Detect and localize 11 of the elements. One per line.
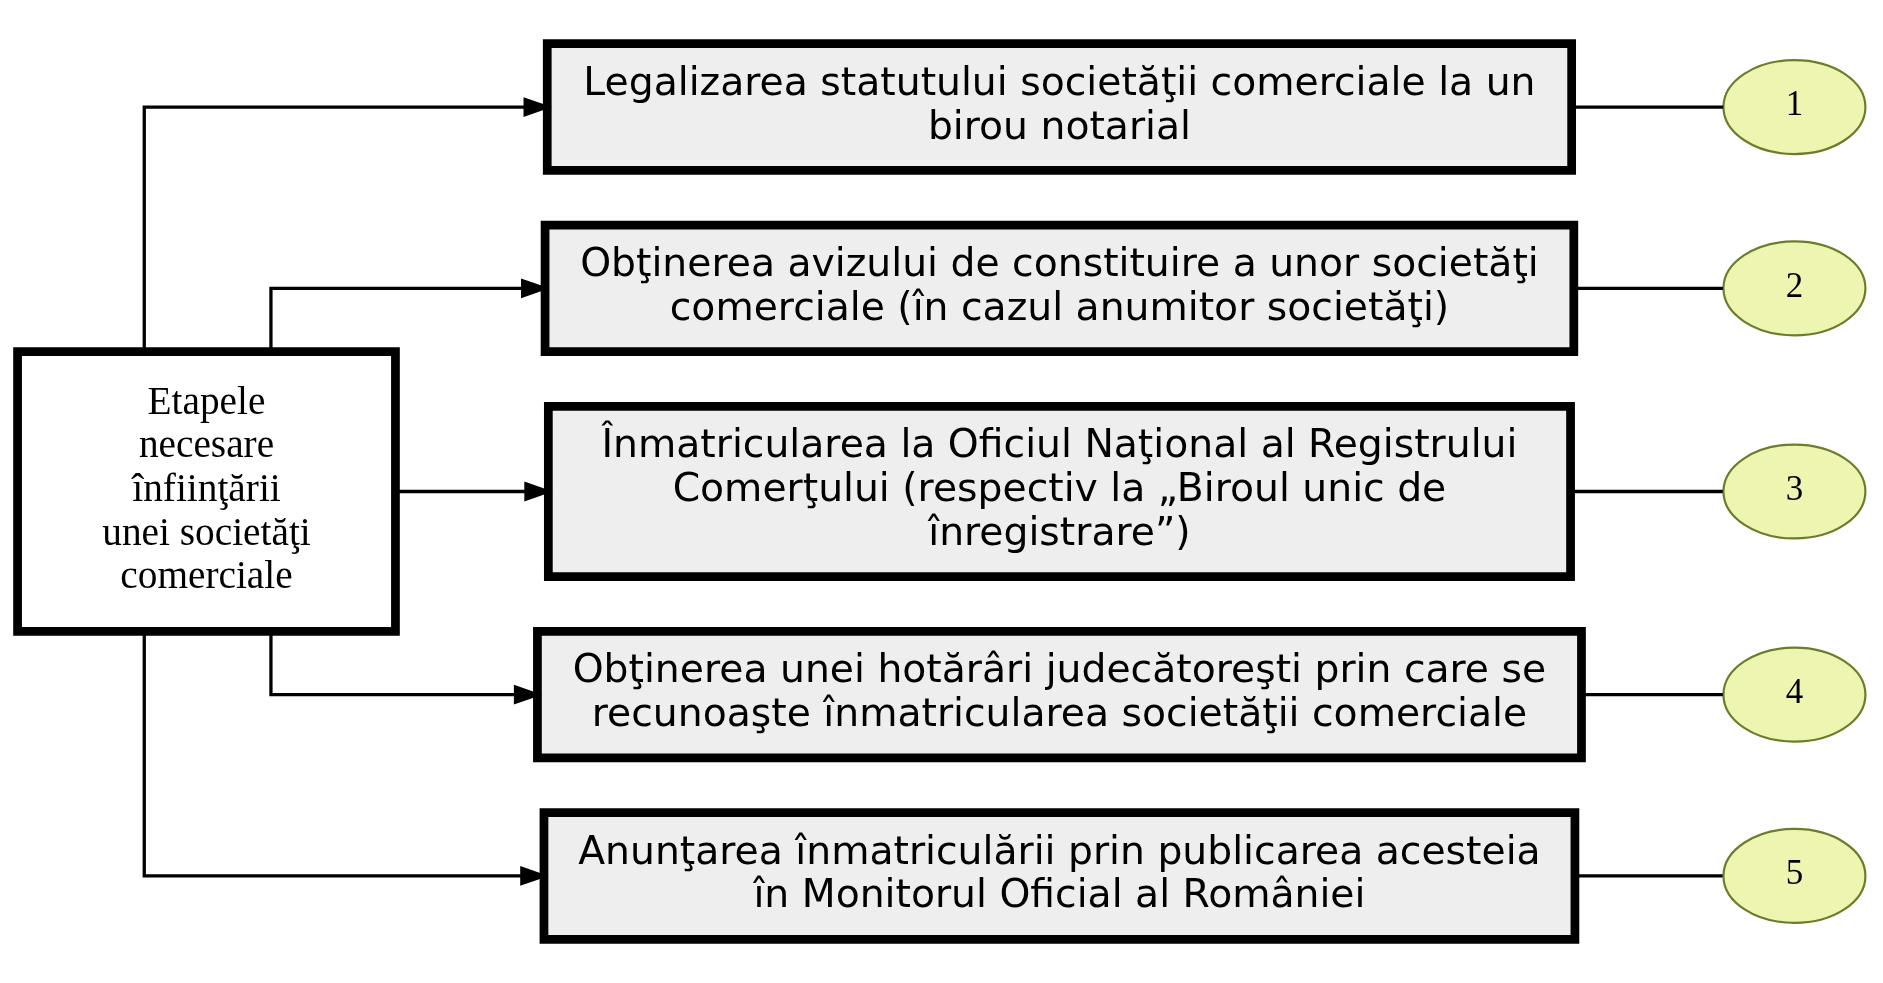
- node-ellipse: 5: [1722, 827, 1867, 924]
- node-box: Anunţarea înmatriculării prin publicarea acesteia în Monitorul Oficial al României: [539, 808, 1580, 944]
- node-box: Înmatricularea la Oficiul Naţional al Registrului Comerţului (respectiv la „Biroul unic de înregistrare”): [543, 401, 1575, 582]
- node-ellipse: 2: [1722, 240, 1867, 337]
- node-ellipse: 1: [1722, 59, 1867, 156]
- node-ellipse: 4: [1722, 646, 1867, 743]
- node-box: Legalizarea statutului societăţii comerciale la un birou notarial: [542, 39, 1576, 175]
- node-ellipse: 3: [1722, 443, 1867, 540]
- node-box: Obţinerea unei hotărâri judecătoreşti prin care se recunoaşte înmatricularea societăţii comerciale: [533, 626, 1586, 763]
- node-box: Obţinerea avizului de constituire a unor societăţi comerciale (în cazul anumitor societăţi): [540, 220, 1579, 357]
- node-box: Etapele necesare înfiinţării unei societăţi comerciale: [13, 347, 400, 636]
